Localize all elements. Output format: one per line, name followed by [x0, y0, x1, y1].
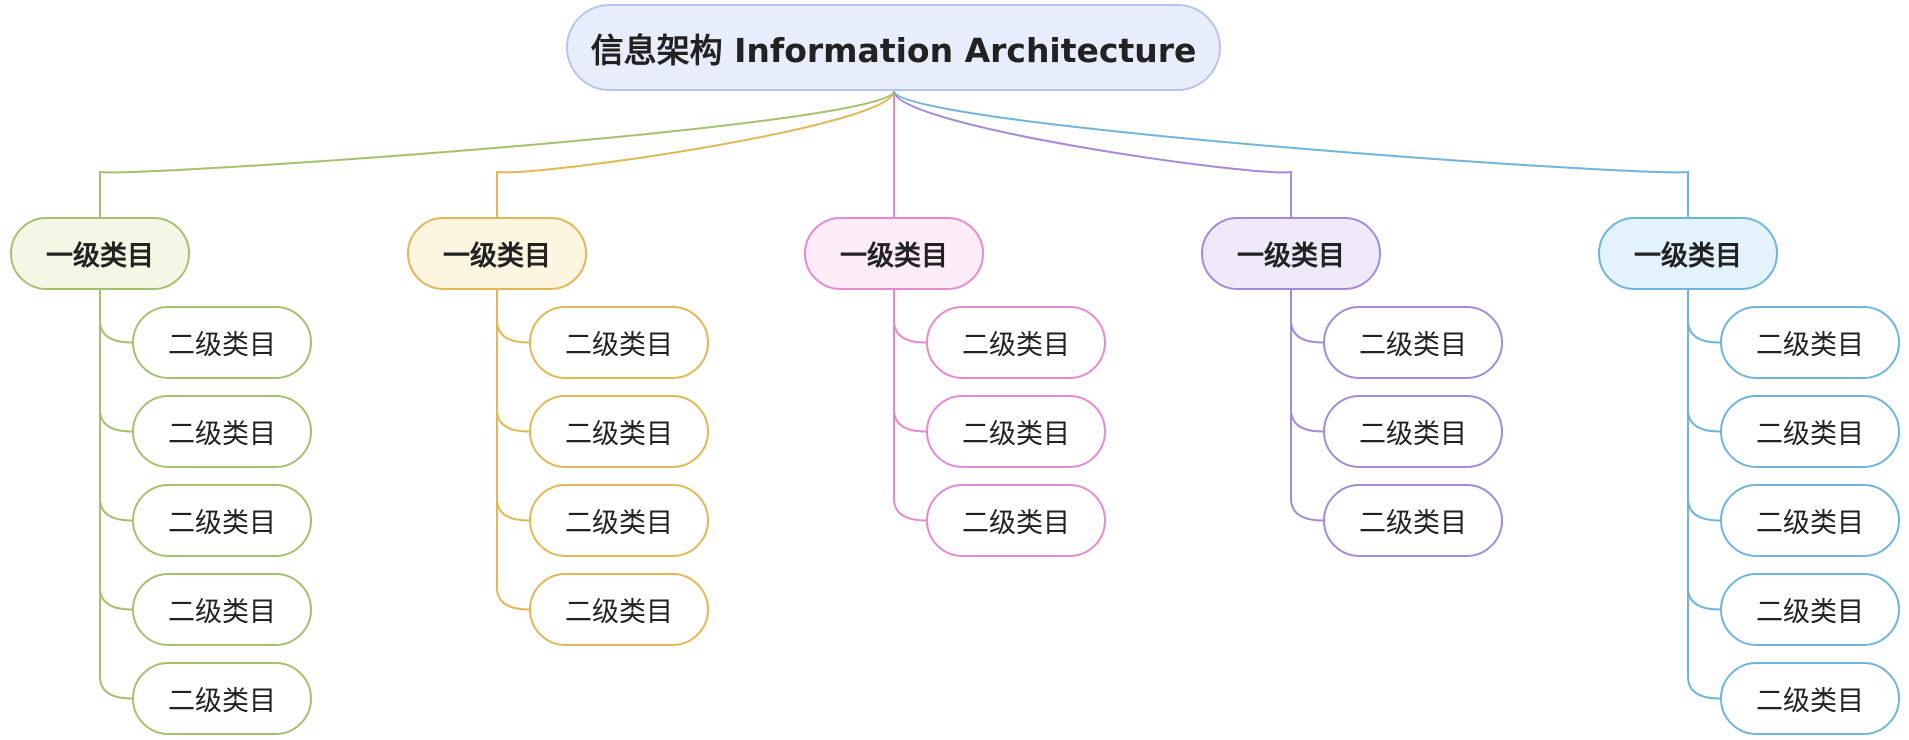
secondary-category-node[interactable]: 二级类目 [132, 662, 312, 735]
connector-line [99, 587, 133, 611]
connector-line [496, 498, 530, 522]
connector-line [893, 90, 1689, 217]
root-node[interactable]: 信息架构 Information Architecture [566, 4, 1221, 91]
connector-line [496, 409, 530, 433]
secondary-category-node[interactable]: 二级类目 [529, 306, 709, 379]
secondary-category-node[interactable]: 二级类目 [529, 573, 709, 646]
secondary-category-node[interactable]: 二级类目 [132, 573, 312, 646]
connector-line [1290, 498, 1324, 522]
secondary-category-node[interactable]: 二级类目 [1323, 306, 1503, 379]
secondary-category-node[interactable]: 二级类目 [132, 306, 312, 379]
connector-line [1687, 409, 1721, 433]
primary-category-node[interactable]: 一级类目 [10, 217, 190, 290]
connector-line [1687, 498, 1721, 522]
secondary-category-node[interactable]: 二级类目 [1720, 306, 1900, 379]
primary-category-node[interactable]: 一级类目 [1598, 217, 1778, 290]
connector-line [496, 320, 530, 344]
connector-line [1687, 676, 1721, 700]
connector-line [893, 320, 927, 344]
secondary-category-node[interactable]: 二级类目 [529, 484, 709, 557]
connector-line [99, 90, 895, 217]
secondary-category-node[interactable]: 二级类目 [1720, 395, 1900, 468]
connector-line [496, 90, 895, 217]
connector-line [893, 90, 1292, 217]
secondary-category-node[interactable]: 二级类目 [132, 395, 312, 468]
secondary-category-node[interactable]: 二级类目 [1323, 484, 1503, 557]
connector-line [893, 409, 927, 433]
secondary-category-node[interactable]: 二级类目 [529, 395, 709, 468]
secondary-category-node[interactable]: 二级类目 [926, 395, 1106, 468]
primary-category-node[interactable]: 一级类目 [1201, 217, 1381, 290]
secondary-category-node[interactable]: 二级类目 [926, 484, 1106, 557]
connector-line [496, 587, 530, 611]
primary-category-node[interactable]: 一级类目 [804, 217, 984, 290]
connector-line [893, 498, 927, 522]
secondary-category-node[interactable]: 二级类目 [926, 306, 1106, 379]
secondary-category-node[interactable]: 二级类目 [132, 484, 312, 557]
secondary-category-node[interactable]: 二级类目 [1323, 395, 1503, 468]
secondary-category-node[interactable]: 二级类目 [1720, 662, 1900, 735]
connector-line [1687, 587, 1721, 611]
secondary-category-node[interactable]: 二级类目 [1720, 484, 1900, 557]
primary-category-node[interactable]: 一级类目 [407, 217, 587, 290]
connector-line [1687, 320, 1721, 344]
connector-line [99, 498, 133, 522]
secondary-category-node[interactable]: 二级类目 [1720, 573, 1900, 646]
connector-line [1290, 320, 1324, 344]
connector-line [1290, 409, 1324, 433]
connector-line [99, 676, 133, 700]
connector-line [99, 320, 133, 344]
connector-line [99, 409, 133, 433]
